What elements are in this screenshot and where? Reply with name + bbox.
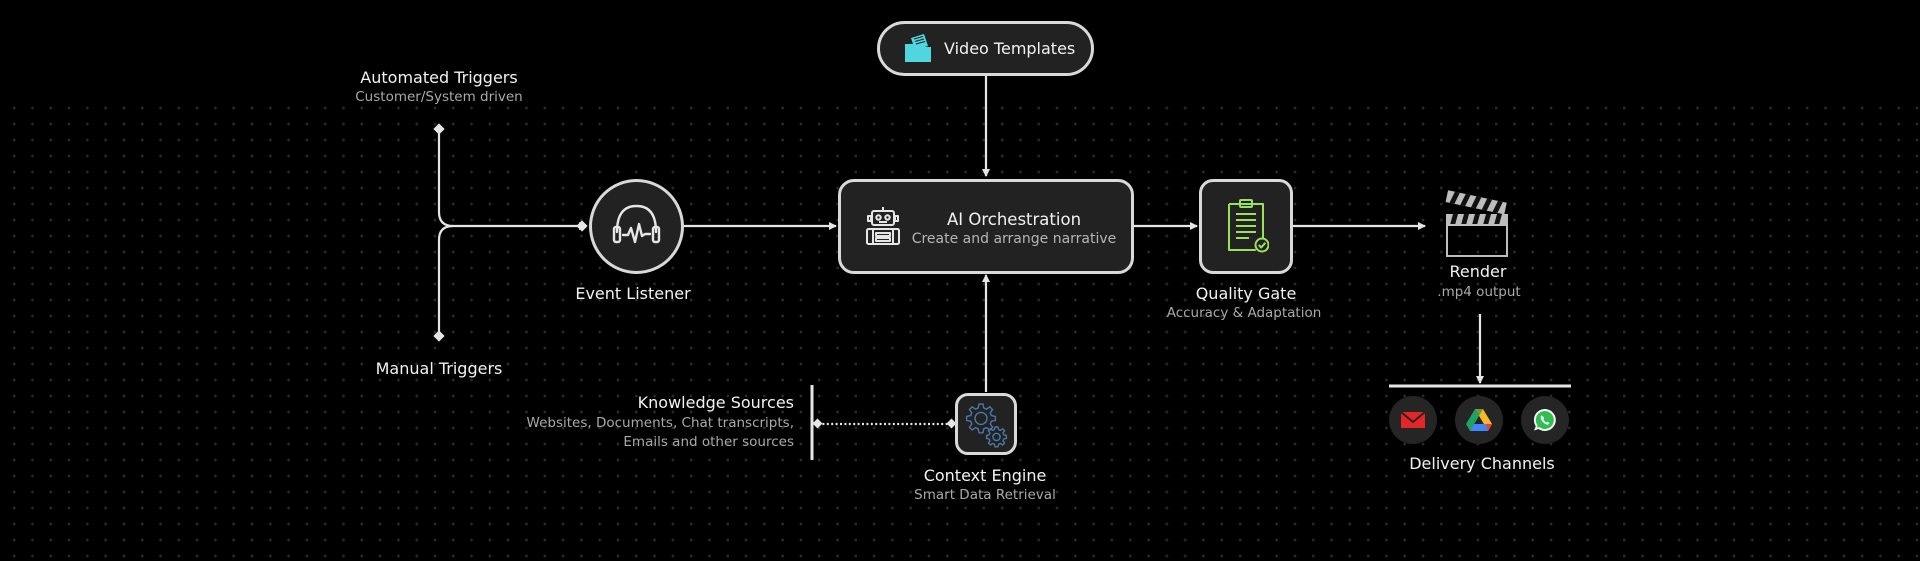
edge-automated-triggers [437, 129, 454, 228]
delivery-channels-title: Delivery Channels [1409, 454, 1555, 473]
folder-documents-icon [905, 34, 931, 62]
channel-google-drive[interactable] [1455, 396, 1503, 444]
quality-gate-title: Quality Gate [1195, 284, 1297, 303]
context-engine-subtitle: Smart Data Retrieval [914, 487, 1056, 503]
context-engine-node[interactable] [955, 393, 1017, 455]
clipboard-check-icon [1228, 199, 1269, 253]
whatsapp-icon [1533, 408, 1556, 431]
clapperboard-icon [1445, 190, 1508, 257]
quality-gate-subtitle: Accuracy & Adaptation [1166, 305, 1322, 321]
event-listener-title: Event Listener [575, 284, 691, 303]
edge-manual-triggers [437, 224, 454, 336]
quality-gate-node[interactable] [1199, 179, 1293, 274]
robot-icon [866, 207, 900, 245]
knowledge-sources-title: Knowledge Sources [637, 393, 794, 412]
email-icon [1400, 411, 1426, 428]
automated-triggers-subtitle: Customer/System driven [355, 89, 523, 105]
ai-orchestration-title: AI Orchestration [946, 210, 1082, 229]
ai-orchestration-node[interactable]: AI Orchestration Create and arrange narr… [838, 179, 1134, 274]
render-title: Render [1449, 262, 1507, 281]
render-node[interactable] [1440, 186, 1512, 260]
context-engine-title: Context Engine [923, 466, 1047, 485]
knowledge-sources-subtitle-line2: Emails and other sources [623, 434, 794, 450]
headphones-waveform-icon [612, 204, 661, 244]
channel-whatsapp[interactable] [1521, 396, 1569, 444]
automated-triggers-title: Automated Triggers [360, 68, 518, 87]
manual-triggers-title: Manual Triggers [375, 359, 503, 378]
ai-orchestration-subtitle: Create and arrange narrative [911, 231, 1117, 247]
video-templates-title: Video Templates [944, 39, 1076, 58]
knowledge-sources-subtitle-line1: Websites, Documents, Chat transcripts, [526, 415, 794, 431]
render-subtitle: .mp4 output [1437, 284, 1521, 300]
google-drive-icon [1466, 409, 1492, 431]
event-listener-node[interactable] [589, 179, 684, 274]
video-templates-node[interactable]: Video Templates [877, 21, 1094, 76]
gears-icon [965, 403, 1008, 448]
dot-grid-background [0, 96, 1920, 561]
channel-email[interactable] [1389, 396, 1437, 444]
